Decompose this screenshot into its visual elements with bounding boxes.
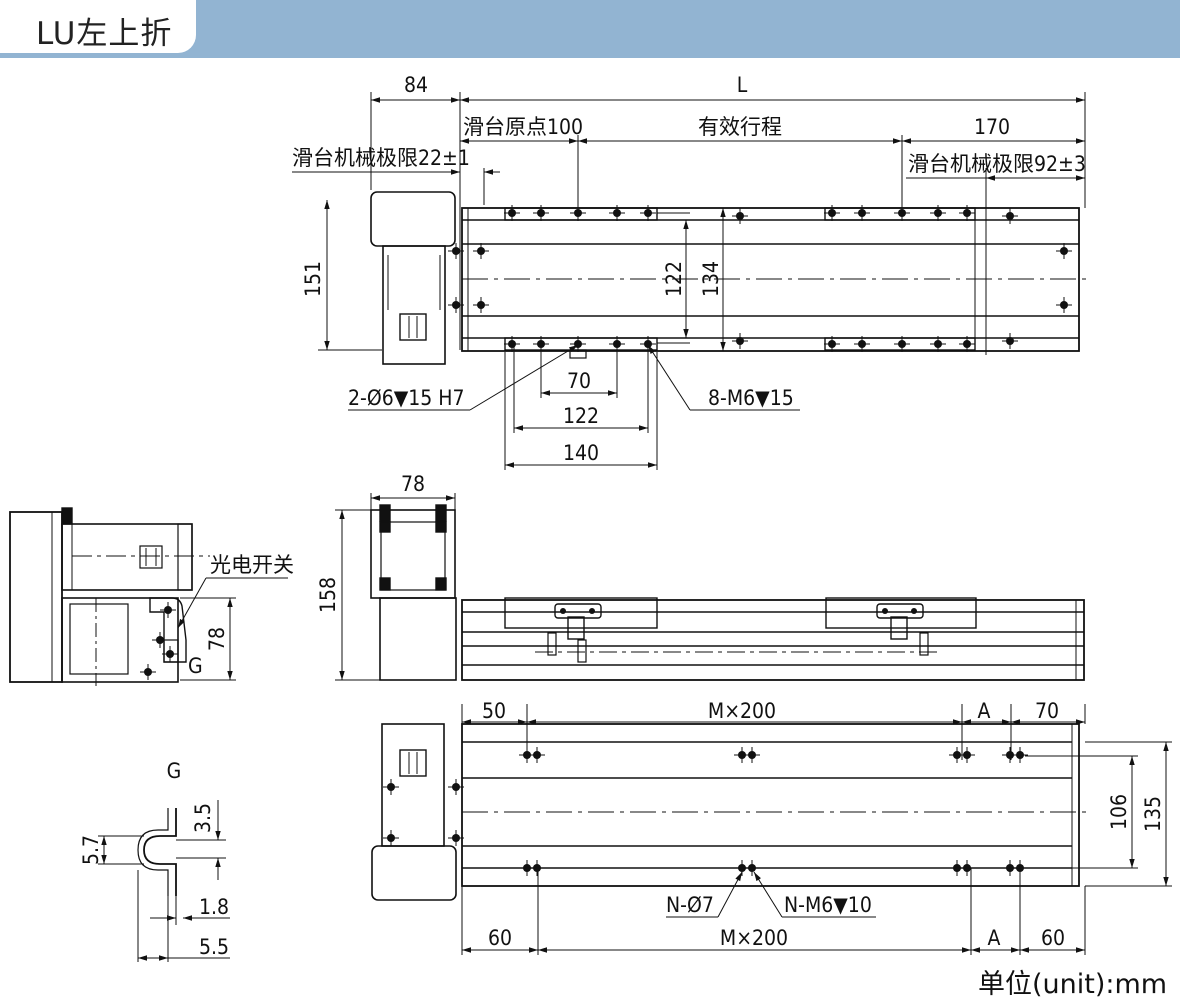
dim-1-8: 1.8 (199, 895, 229, 919)
page-title: LU左上折 (36, 16, 173, 52)
side-view-dots (560, 608, 917, 614)
callout-pin-hole: 2-Ø6▼15 H7 (348, 386, 465, 410)
bottom-view (371, 704, 1172, 955)
dim-50: 50 (482, 699, 506, 723)
dim-a-bottom: A (988, 926, 1001, 950)
dim-5-7: 5.7 (79, 835, 103, 865)
dim-L: L (737, 73, 748, 97)
header-tab: LU左上折 (0, 0, 196, 53)
detail-g-labels: G 3.5 5.7 1.8 5.5 (79, 759, 229, 959)
header-banner (0, 0, 1180, 58)
unit-label: 单位(unit):mm (978, 969, 1168, 1000)
dim-m200-bottom: M×200 (720, 926, 788, 950)
dim-135: 135 (1141, 796, 1165, 832)
dim-slide-origin: 滑台原点100 (463, 115, 583, 139)
dim-60-right: 60 (1041, 926, 1065, 950)
label-g: G (188, 654, 203, 678)
callout-thread-hole: 8-M6▼15 (708, 386, 794, 410)
dim-70: 70 (567, 369, 591, 393)
dim-158: 158 (316, 577, 340, 613)
end-view-dots (139, 601, 179, 681)
dim-m200-top: M×200 (708, 699, 776, 723)
dim-stroke: 有效行程 (698, 115, 782, 139)
callout-n-thread: N-M6▼10 (784, 893, 872, 917)
dim-170: 170 (974, 115, 1010, 139)
end-view-labels: 光电开关 78 G (188, 553, 294, 678)
top-view (292, 92, 1090, 470)
side-view (335, 493, 1085, 681)
dim-a-top: A (978, 699, 991, 723)
dim-5-5: 5.5 (199, 935, 229, 959)
dim-78: 78 (401, 472, 425, 496)
dim-122: 122 (662, 261, 686, 297)
dim-134: 134 (699, 261, 723, 297)
dim-140: 140 (563, 441, 599, 465)
dim-122b: 122 (563, 404, 599, 428)
dim-limit-left: 滑台机械极限22±1 (292, 146, 470, 170)
callout-photo-sensor: 光电开关 (210, 553, 294, 577)
end-view (9, 507, 288, 686)
dim-70-bottom-view: 70 (1035, 699, 1059, 723)
dim-151: 151 (301, 261, 325, 297)
dim-78b: 78 (205, 627, 229, 651)
callout-n-hole: N-Ø7 (666, 893, 714, 917)
dim-84: 84 (404, 73, 428, 97)
side-view-labels: 78 158 (316, 472, 425, 613)
detail-g (98, 800, 230, 962)
dim-60-left: 60 (488, 926, 512, 950)
dim-limit-right: 滑台机械极限92±3 (908, 152, 1086, 176)
dim-106: 106 (1107, 794, 1131, 830)
top-view-labels: 84 L 滑台原点100 有效行程 170 滑台机械极限22±1 滑台机械极限9… (292, 73, 1086, 465)
bottom-view-labels: 50 M×200 A 70 106 135 N-Ø7 N-M6▼10 60 M×… (482, 699, 1165, 950)
dim-3-5: 3.5 (191, 803, 215, 833)
detail-g-title: G (167, 759, 182, 783)
